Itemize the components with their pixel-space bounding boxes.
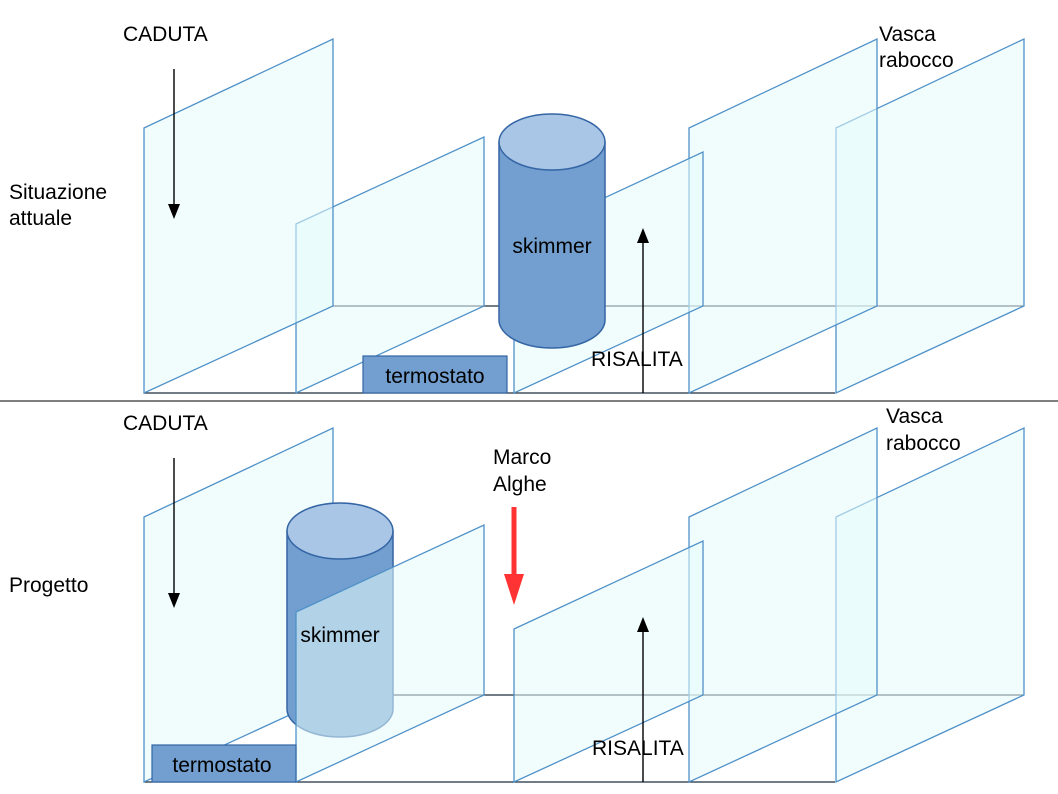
top-termostato-box bbox=[362, 355, 508, 394]
marco-alghe-label-1: Marco bbox=[493, 446, 551, 469]
bottom-termostato: termostato bbox=[151, 744, 297, 783]
bottom-termostato-box bbox=[151, 744, 297, 783]
top-skimmer-label: skimmer bbox=[512, 235, 591, 258]
bottom-vasca-label-1: Vasca bbox=[886, 405, 943, 428]
bottom-caduta-label: CADUTA bbox=[123, 412, 208, 435]
bottom-caduta-arrowhead bbox=[168, 593, 180, 608]
bottom-vasca-label-2: rabocco bbox=[886, 432, 961, 455]
bottom-skimmer-label: skimmer bbox=[300, 624, 379, 647]
bottom-termostato-label: termostato bbox=[172, 754, 271, 777]
marco-alghe-arrowhead bbox=[504, 574, 524, 605]
top-caduta-arrowhead bbox=[168, 204, 180, 219]
top-termostato: termostato bbox=[362, 355, 508, 394]
bottom-pane-risalita bbox=[513, 539, 704, 784]
top-pane-middle bbox=[295, 135, 485, 395]
top-vasca-label-1: Vasca bbox=[879, 23, 936, 46]
top-caduta-label: CADUTA bbox=[123, 23, 208, 46]
bottom-section: skimmer termostato CADUTA Vasca rabocco … bbox=[9, 405, 1025, 784]
top-skimmer-body bbox=[498, 141, 606, 349]
bottom-pane-middle bbox=[295, 523, 485, 784]
top-section-label-2: attuale bbox=[9, 207, 72, 230]
bottom-section-label: Progetto bbox=[9, 574, 88, 597]
top-risalita-label: RISALITA bbox=[591, 348, 683, 371]
bottom-risalita-arrowhead bbox=[637, 617, 649, 632]
top-pane-caduta bbox=[143, 37, 334, 395]
top-vasca-label-2: rabocco bbox=[879, 49, 954, 72]
bottom-skimmer-top bbox=[286, 502, 394, 560]
bottom-risalita-label: RISALITA bbox=[592, 737, 684, 760]
top-termostato-label: termostato bbox=[385, 365, 484, 388]
top-skimmer: skimmer bbox=[498, 113, 606, 349]
marco-alghe-label-2: Alghe bbox=[493, 473, 547, 496]
top-section-label-1: Situazione bbox=[9, 181, 107, 204]
top-risalita-arrowhead bbox=[637, 228, 649, 243]
top-skimmer-top bbox=[498, 113, 606, 171]
top-section: skimmer termostato CADUTA Vasca rabocco … bbox=[9, 23, 1025, 395]
